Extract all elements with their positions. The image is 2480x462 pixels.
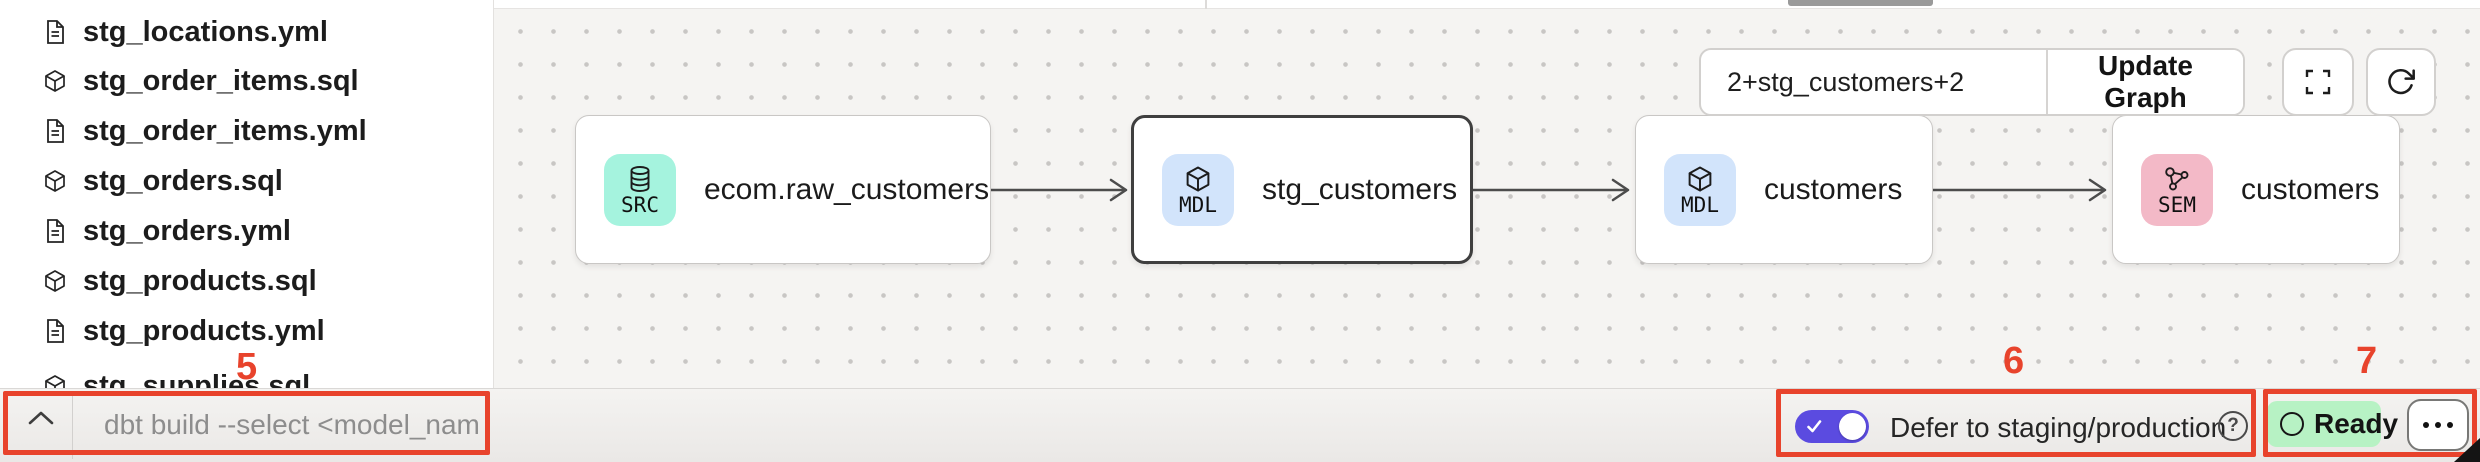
lineage-selector-group: Update Graph <box>1699 48 2245 116</box>
node-label: stg_customers <box>1262 172 1458 206</box>
cube-icon <box>45 375 65 388</box>
cube-icon <box>1186 165 1210 192</box>
file-tree-sidebar: stg_locations.yml stg_order_items.sql st… <box>0 0 494 388</box>
file-row-stg-products-yml[interactable]: stg_products.yml <box>0 314 493 348</box>
badge-label: MDL <box>1179 192 1217 217</box>
file-name: stg_products.sql <box>83 264 317 297</box>
update-graph-button[interactable]: Update Graph <box>2048 50 2243 114</box>
file-name: stg_products.yml <box>83 314 325 347</box>
toggle-knob <box>1839 413 1866 440</box>
expand-command-panel-button[interactable] <box>27 410 55 426</box>
fullscreen-icon <box>2305 69 2331 95</box>
file-name: stg_order_items.sql <box>83 64 359 97</box>
horizontal-scrollbar-thumb[interactable] <box>1788 0 1933 6</box>
file-row-stg-supplies-sql[interactable]: stg_supplies.sql <box>0 369 493 388</box>
node-label: customers <box>1764 172 1903 206</box>
command-status-bar: Defer to staging/production ? Ready <box>0 388 2480 462</box>
node-label: customers <box>2241 172 2380 206</box>
more-options-button[interactable] <box>2407 399 2469 451</box>
source-badge: SRC <box>604 153 676 226</box>
database-icon <box>630 165 650 192</box>
lineage-node-source-raw-customers[interactable]: SRC ecom.raw_customers <box>575 115 991 264</box>
cube-icon <box>45 170 65 192</box>
file-name: stg_supplies.sql <box>83 369 311 389</box>
file-row-stg-orders-sql[interactable]: stg_orders.sql <box>0 164 493 198</box>
status-badge[interactable]: Ready <box>2267 401 2398 447</box>
document-icon <box>47 319 64 343</box>
status-ring-icon <box>2280 412 2304 436</box>
semantic-model-icon <box>2165 166 2189 190</box>
file-row-stg-products-sql[interactable]: stg_products.sql <box>0 264 493 298</box>
ellipsis-icon <box>2423 422 2453 428</box>
lineage-node-customers-model[interactable]: MDL customers <box>1635 115 1933 264</box>
file-name: stg_orders.sql <box>83 164 283 197</box>
file-name: stg_locations.yml <box>83 15 328 48</box>
document-icon <box>47 20 64 44</box>
file-row-stg-locations-yml[interactable]: stg_locations.yml <box>0 15 493 49</box>
status-label: Ready <box>2314 408 2399 439</box>
badge-label: MDL <box>1681 192 1719 217</box>
document-icon <box>47 219 64 243</box>
cube-icon <box>45 70 65 92</box>
chevron-up-icon <box>28 411 54 425</box>
dbt-command-input[interactable] <box>102 398 482 452</box>
command-bar-divider <box>72 392 73 459</box>
model-badge: MDL <box>1162 153 1234 226</box>
lineage-selector-input[interactable] <box>1701 50 2048 114</box>
file-row-stg-order-items-sql[interactable]: stg_order_items.sql <box>0 64 493 98</box>
file-name: stg_order_items.yml <box>83 114 367 147</box>
cube-icon <box>45 270 65 292</box>
badge-label: SRC <box>621 192 659 217</box>
checkmark-icon <box>1807 420 1822 433</box>
node-label: ecom.raw_customers <box>704 172 990 206</box>
file-row-stg-order-items-yml[interactable]: stg_order_items.yml <box>0 114 493 148</box>
cube-icon <box>1688 165 1712 192</box>
badge-label: SEM <box>2158 192 2196 217</box>
refresh-graph-button[interactable] <box>2366 48 2436 116</box>
top-strip-divider <box>1205 0 1207 9</box>
defer-toggle[interactable] <box>1795 410 1869 443</box>
model-badge: MDL <box>1664 153 1736 226</box>
file-row-stg-orders-yml[interactable]: stg_orders.yml <box>0 214 493 248</box>
top-strip <box>494 0 2480 9</box>
defer-toggle-label: Defer to staging/production <box>1890 412 2227 443</box>
help-icon[interactable]: ? <box>2218 411 2248 441</box>
lineage-node-stg-customers[interactable]: MDL stg_customers <box>1131 115 1473 264</box>
semantic-badge: SEM <box>2141 153 2213 226</box>
file-name: stg_orders.yml <box>83 214 291 247</box>
refresh-icon <box>2388 69 2415 95</box>
document-icon <box>47 119 64 143</box>
fullscreen-button[interactable] <box>2282 48 2354 116</box>
lineage-node-customers-semantic[interactable]: SEM customers <box>2112 115 2400 264</box>
